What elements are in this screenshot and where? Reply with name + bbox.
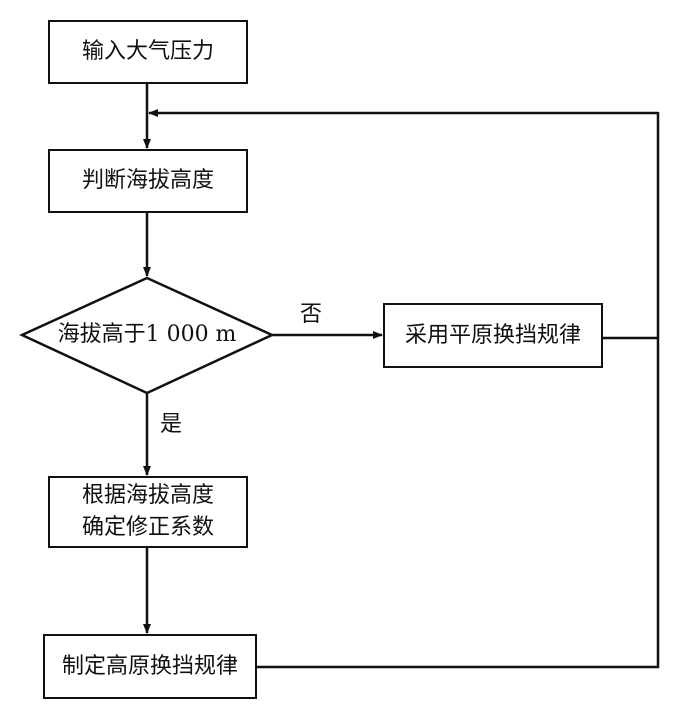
node-decision-altitude: 海拔高于1 000 m xyxy=(40,315,254,355)
node-input-pressure-label: 输入大气压力 xyxy=(81,39,214,64)
node-judge-altitude-label: 判断海拔高度 xyxy=(81,168,214,193)
node-correction-coefficient: 根据海拔高度 确定修正系数 xyxy=(48,476,248,548)
node-judge-altitude: 判断海拔高度 xyxy=(48,149,248,213)
node-correction-line1: 根据海拔高度 xyxy=(81,483,214,508)
node-plain-shift-rule-label: 采用平原换挡规律 xyxy=(404,322,581,348)
node-decision-label: 海拔高于1 000 m xyxy=(57,322,237,347)
edge-label-yes: 是 xyxy=(160,412,183,437)
node-plateau-shift-rule: 制定高原换挡规律 xyxy=(43,634,257,699)
edge-label-no: 否 xyxy=(300,302,323,327)
node-plain-shift-rule: 采用平原换挡规律 xyxy=(383,303,603,368)
node-correction-line2: 确定修正系数 xyxy=(81,515,214,540)
node-input-pressure: 输入大气压力 xyxy=(48,20,248,84)
node-plateau-shift-rule-label: 制定高原换挡规律 xyxy=(61,653,238,679)
